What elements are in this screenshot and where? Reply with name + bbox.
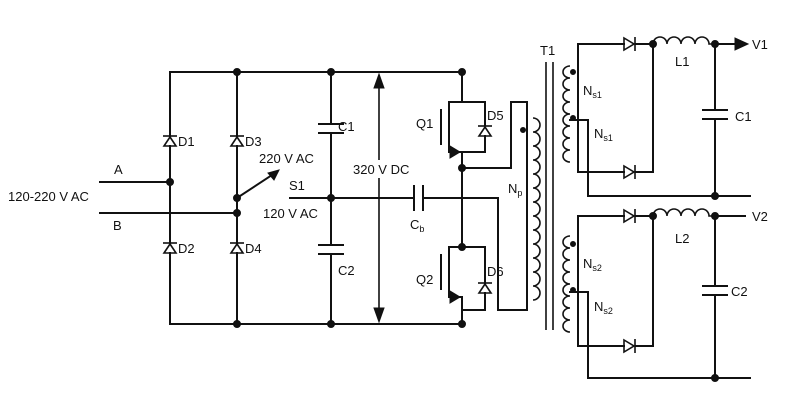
inductor-l1 [652, 36, 715, 45]
ns1-bottom-label: Ns1 [594, 126, 613, 143]
capacitor-c2-output [702, 285, 728, 296]
t1-label: T1 [540, 43, 555, 58]
d3-label: D3 [245, 134, 262, 149]
transistor-q1 [440, 101, 463, 159]
line-a-label: A [114, 162, 123, 177]
diode-d3 [229, 135, 245, 147]
l2-label: L2 [675, 231, 689, 246]
bus-voltage-label: 320 V DC [353, 162, 409, 177]
d5-label: D5 [487, 108, 504, 123]
junction-dots [166, 40, 719, 382]
bus-voltage-label-bg [352, 160, 428, 178]
diode-output-2-top [623, 208, 636, 224]
output-2-wiring [577, 215, 746, 379]
diode-output-2-bottom [623, 338, 636, 354]
np-label: Np [508, 181, 522, 198]
diode-d5 [477, 125, 493, 137]
c1-bus-label: C1 [338, 119, 355, 134]
d2-label: D2 [178, 241, 195, 256]
ns2-bottom-label: Ns2 [594, 299, 613, 316]
secondary-winding-1 [562, 43, 751, 197]
capacitor-c1-bus [318, 123, 344, 134]
c2-output-label: C2 [731, 284, 748, 299]
switch-s1 [235, 169, 280, 200]
input-wiring [99, 71, 499, 325]
transformer-core [545, 62, 554, 330]
transistor-q2 [440, 246, 463, 304]
cb-label: Cb [410, 217, 424, 234]
d6-label: D6 [487, 264, 504, 279]
c2-bus-label: C2 [338, 263, 355, 278]
secondary-winding-2 [562, 215, 751, 379]
output-1-wiring [577, 43, 736, 197]
ns2-top-label: Ns2 [583, 256, 602, 273]
diode-output-1-top [623, 36, 636, 52]
d4-label: D4 [245, 241, 262, 256]
inductor-l2 [652, 208, 715, 217]
bus-voltage-arrow [373, 72, 385, 324]
v1-label: V1 [752, 37, 768, 52]
d1-label: D1 [178, 134, 195, 149]
switch-220-label: 220 V AC [259, 151, 314, 166]
diode-d6 [477, 282, 493, 294]
switch-s1-label: S1 [289, 178, 305, 193]
capacitor-c1-output [702, 109, 728, 120]
primary-winding [520, 101, 541, 311]
switch-120-label: 120 V AC [263, 206, 318, 221]
diode-d1 [162, 135, 178, 147]
ns1-top-label: Ns1 [583, 83, 602, 100]
diode-output-1-bottom [623, 164, 636, 180]
capacitor-c2-bus [318, 244, 344, 255]
capacitor-cb [413, 185, 424, 211]
q2-label: Q2 [416, 272, 433, 287]
q1-label: Q1 [416, 116, 433, 131]
diode-d4 [229, 242, 245, 254]
input-range-label: 120-220 V AC [8, 189, 89, 204]
diode-d2 [162, 242, 178, 254]
l1-label: L1 [675, 54, 689, 69]
line-b-label: B [113, 218, 122, 233]
v1-arrow-icon [734, 37, 750, 51]
v2-label: V2 [752, 209, 768, 224]
c1-output-label: C1 [735, 109, 752, 124]
